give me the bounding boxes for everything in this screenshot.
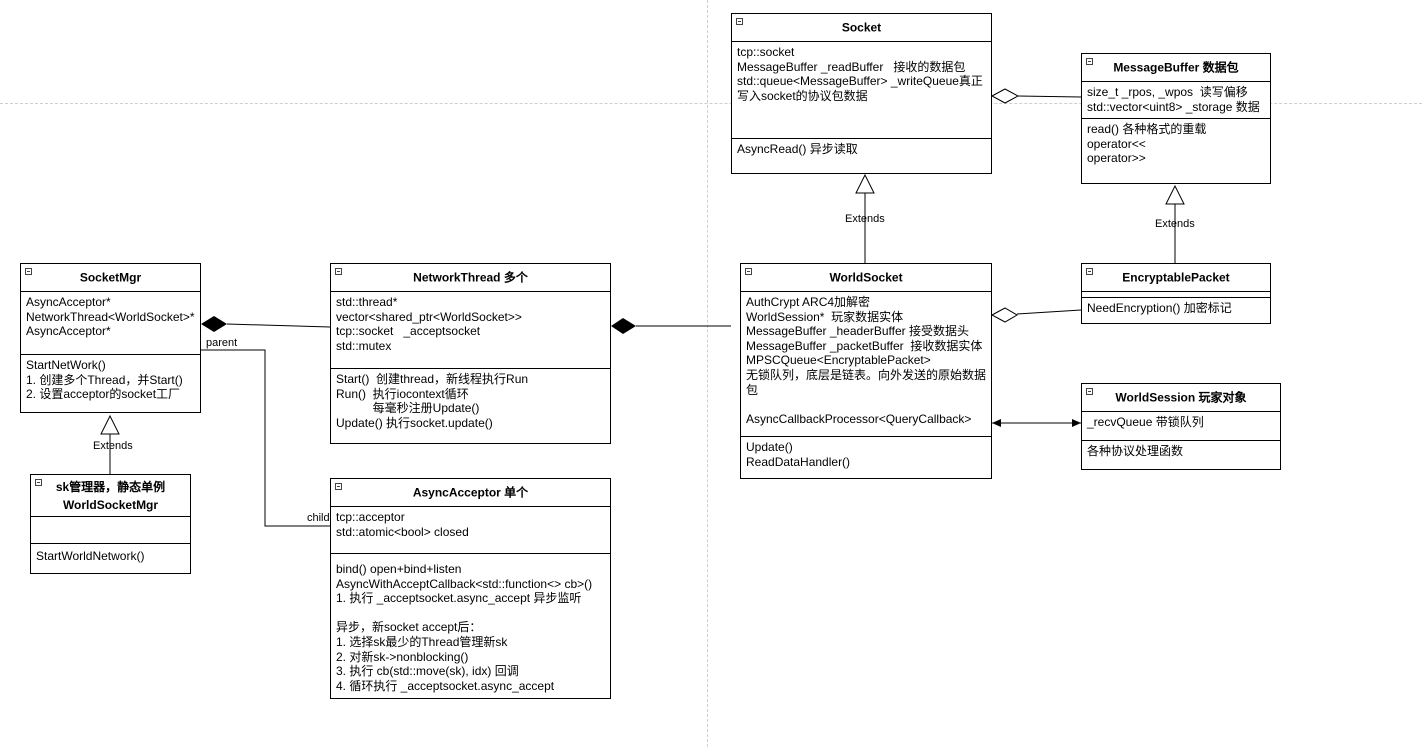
class-fields: std::thread* vector<shared_ptr<WorldSock… [336, 295, 522, 353]
class-header[interactable]: WorldSocket [741, 264, 991, 292]
collapse-icon[interactable] [35, 479, 42, 486]
class-message-buffer[interactable]: MessageBuffer 数据包 size_t _rpos, _wpos 读写… [1081, 53, 1271, 184]
class-header[interactable]: NetworkThread 多个 [331, 264, 610, 292]
class-network-thread[interactable]: NetworkThread 多个 std::thread* vector<sha… [330, 263, 611, 444]
class-methods: AsyncRead() 异步读取 [732, 138, 991, 160]
class-fields: AuthCrypt ARC4加解密 WorldSession* 玩家数据实体 M… [746, 295, 987, 426]
class-world-socket[interactable]: WorldSocket AuthCrypt ARC4加解密 WorldSessi… [740, 263, 992, 479]
class-title: MessageBuffer 数据包 [1113, 60, 1239, 74]
class-methods: read() 各种格式的重载 operator<< operator>> [1082, 118, 1270, 169]
class-methods: StartWorldNetwork() [31, 543, 190, 567]
parent-label: parent [206, 337, 238, 349]
child-label: child [307, 512, 330, 524]
class-fields: AsyncAcceptor* NetworkThread<WorldSocket… [26, 295, 195, 339]
socketmgr-networkthread-line[interactable] [226, 323, 331, 328]
composition-diamond [611, 318, 636, 334]
class-title: NetworkThread 多个 [413, 270, 528, 284]
class-title: EncryptablePacket [1122, 270, 1230, 284]
class-methods: Update() ReadDataHandler() [741, 436, 991, 472]
class-header[interactable]: AsyncAcceptor 单个 [331, 479, 610, 507]
socket-messagebuffer-line[interactable] [1017, 95, 1082, 98]
class-methods: Start() 创建thread，新线程执行Run Run() 执行iocont… [331, 368, 610, 433]
collapse-icon[interactable] [335, 268, 342, 275]
page-guide-horizontal [0, 103, 1422, 104]
collapse-icon[interactable] [25, 268, 32, 275]
class-world-socket-mgr[interactable]: sk管理器，静态单例 WorldSocketMgr StartWorldNetw… [30, 474, 191, 574]
inheritance-triangle [855, 173, 875, 194]
extends-label: Extends [93, 440, 133, 452]
arrow-head [1072, 419, 1081, 427]
inheritance-triangle [1165, 184, 1185, 205]
class-title: WorldSession 玩家对象 [1115, 390, 1247, 404]
class-encryptable-packet[interactable]: EncryptablePacket NeedEncryption() 加密标记 [1081, 263, 1271, 324]
collapse-icon[interactable] [1086, 58, 1093, 65]
class-title: Socket [841, 20, 882, 34]
aggregation-diamond [990, 307, 1018, 323]
collapse-icon[interactable] [736, 18, 743, 25]
class-methods: StartNetWork() 1. 创建多个Thread，并Start() 2.… [21, 354, 200, 405]
composition-diamond [201, 316, 227, 332]
class-socket[interactable]: Socket tcp::socket MessageBuffer _readBu… [731, 13, 992, 174]
class-fields: size_t _rpos, _wpos 读写偏移 std::vector<uin… [1087, 85, 1260, 114]
class-title: sk管理器，静态单例 WorldSocketMgr [55, 479, 166, 512]
class-async-acceptor[interactable]: AsyncAcceptor 单个 tcp::acceptor std::atom… [330, 478, 611, 699]
worldsocket-packet-line[interactable] [1016, 309, 1082, 315]
collapse-icon[interactable] [1086, 388, 1093, 395]
socketmgr-acceptor-line[interactable] [201, 349, 330, 527]
class-fields: tcp::acceptor std::atomic<bool> closed [336, 510, 469, 539]
class-title: SocketMgr [79, 270, 142, 284]
class-socket-mgr[interactable]: SocketMgr AsyncAcceptor* NetworkThread<W… [20, 263, 201, 413]
collapse-icon[interactable] [1086, 268, 1093, 275]
class-header[interactable]: SocketMgr [21, 264, 200, 292]
class-methods: 各种协议处理函数 [1082, 440, 1280, 462]
arrow-head [992, 419, 1001, 427]
class-fields: tcp::socket MessageBuffer _readBuffer 接收… [737, 45, 983, 103]
aggregation-diamond [990, 88, 1020, 104]
class-header[interactable]: EncryptablePacket [1082, 264, 1270, 292]
page-guide-vertical [707, 0, 708, 747]
class-methods: NeedEncryption() 加密标记 [1082, 297, 1270, 319]
class-header[interactable]: MessageBuffer 数据包 [1082, 54, 1270, 82]
collapse-icon[interactable] [335, 483, 342, 490]
class-fields: _recvQueue 带锁队列 [1087, 415, 1204, 429]
class-title: WorldSocket [829, 270, 903, 284]
class-world-session[interactable]: WorldSession 玩家对象 _recvQueue 带锁队列 各种协议处理… [1081, 383, 1281, 470]
class-header[interactable]: sk管理器，静态单例 WorldSocketMgr [31, 475, 190, 517]
extends-label: Extends [845, 213, 885, 225]
class-header[interactable]: Socket [732, 14, 991, 42]
collapse-icon[interactable] [745, 268, 752, 275]
class-methods: bind() open+bind+listen AsyncWithAcceptC… [331, 553, 610, 696]
class-header[interactable]: WorldSession 玩家对象 [1082, 384, 1280, 412]
extends-label: Extends [1155, 218, 1195, 230]
class-title: AsyncAcceptor 单个 [412, 485, 529, 499]
inheritance-triangle [100, 414, 120, 435]
